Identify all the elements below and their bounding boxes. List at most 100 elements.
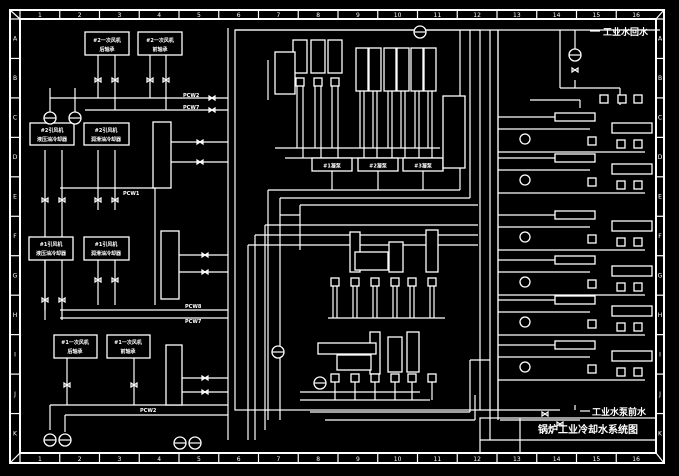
valve-icon — [41, 196, 49, 204]
valve-icon — [196, 158, 204, 166]
cooler-box — [554, 340, 596, 350]
row-label: F — [13, 233, 17, 240]
fan1-induced-lube-line1: #1引风机 — [95, 241, 118, 248]
motor-box — [611, 220, 653, 232]
column-label: 12 — [473, 456, 481, 463]
cooler-port-icon — [407, 373, 417, 383]
port-icon — [616, 180, 626, 190]
fan1-induced-hydraulic-box: #1引风机 液压油冷却器 — [28, 236, 74, 261]
valve-icon — [58, 296, 66, 304]
valve-icon — [541, 410, 549, 418]
row-label: G — [658, 272, 663, 279]
pipe-tag: PCW1 — [123, 191, 140, 197]
cooler-port-icon — [330, 277, 340, 287]
row-label: J — [658, 391, 661, 398]
port-icon — [633, 94, 643, 104]
cooler-box — [310, 39, 326, 74]
valve-icon — [208, 106, 216, 114]
gauge-icon — [519, 361, 531, 373]
cooler-port-icon — [295, 77, 305, 87]
valve-icon — [41, 296, 49, 304]
valve-icon — [94, 76, 102, 84]
vertical-cooler-1 — [152, 121, 172, 189]
port-icon — [633, 282, 643, 292]
fan1-primary-rear-box: #1一次风机 后轴承 — [53, 334, 98, 359]
fan1-induced-lube-box: #1引风机 润滑油冷却器 — [83, 236, 130, 261]
valve-icon — [63, 381, 71, 389]
row-label: H — [13, 312, 18, 319]
port-icon — [633, 180, 643, 190]
cooler-box — [554, 295, 596, 305]
row-label: F — [658, 233, 662, 240]
valve-icon — [146, 76, 154, 84]
row-label: I — [14, 351, 16, 358]
cooler-box — [554, 112, 596, 122]
valve-icon — [162, 76, 170, 84]
gauge-icon — [519, 133, 531, 145]
return-water-label: 工业水回水 — [603, 26, 649, 38]
cooler-port-icon — [587, 177, 597, 187]
column-label: 13 — [513, 12, 521, 19]
port-icon — [633, 139, 643, 149]
right-cooler-bank — [498, 94, 653, 381]
column-label: 11 — [434, 12, 442, 19]
valve-icon — [196, 138, 204, 146]
cooler-box — [554, 210, 596, 220]
pump2-label: #2凝泵 — [369, 163, 388, 170]
row-label: E — [658, 194, 662, 201]
column-label: 13 — [513, 456, 521, 463]
fan2-induced-lube-line2: 润滑油冷却器 — [91, 136, 122, 143]
fan2-induced-lube-box: #2引风机 润滑油冷却器 — [83, 122, 130, 146]
pipe-tag: PCW8 — [185, 304, 202, 310]
column-label: 14 — [553, 456, 561, 463]
fan1-induced-lube-line2: 润滑油冷却器 — [91, 250, 122, 257]
fan2-induced-hydraulic-line2: 液压油冷却器 — [37, 136, 68, 143]
row-label: B — [13, 75, 17, 82]
supply-water-label: 工业水泵前水 — [592, 406, 647, 418]
fan2-induced-hydraulic-line1: #2引风机 — [41, 127, 64, 134]
cooler-port-icon — [427, 373, 437, 383]
gauge-icon — [519, 174, 531, 186]
valve-icon — [111, 196, 119, 204]
column-label: 3 — [117, 12, 121, 19]
cooler-port-icon — [587, 136, 597, 146]
cooler-port-icon — [587, 364, 597, 374]
pump3-label: #3凝泵 — [414, 163, 433, 170]
row-label: C — [658, 115, 662, 122]
fan1-primary-front-box: #1一次风机 前轴承 — [106, 334, 151, 359]
cooler-box — [396, 47, 410, 92]
port-icon — [633, 367, 643, 377]
column-label: 8 — [316, 12, 320, 19]
cooler-box — [554, 153, 596, 163]
motor-box — [611, 350, 653, 362]
row-label: C — [13, 115, 17, 122]
fan2-primary-front-line2: 前轴承 — [152, 46, 167, 53]
port-icon — [616, 367, 626, 377]
column-label: 5 — [197, 12, 201, 19]
fan1-primary-rear-line2: 后轴承 — [67, 348, 82, 355]
motor-box — [611, 265, 653, 277]
pump-symbols — [43, 25, 582, 450]
fan1-primary-front-line2: 前轴承 — [120, 348, 135, 355]
row-label: E — [13, 194, 17, 201]
pump1-label: #1凝泵 — [323, 163, 342, 170]
port-icon — [617, 94, 627, 104]
cooler-label-box — [354, 251, 389, 271]
row-label: K — [658, 430, 663, 437]
column-label: 1 — [38, 456, 42, 463]
cooler-port-icon — [350, 373, 360, 383]
port-icon — [616, 282, 626, 292]
pipe-tag: PCW2 — [183, 93, 200, 99]
valve-icon — [208, 94, 216, 102]
column-label: 15 — [593, 12, 601, 19]
cooler-box — [423, 47, 437, 92]
row-label: H — [658, 312, 663, 319]
gauge-icon — [519, 276, 531, 288]
upper-cooler-bank — [292, 39, 437, 158]
fan1-induced-hydraulic-line2: 液压油冷却器 — [36, 250, 67, 257]
cooler-port-icon — [330, 77, 340, 87]
column-label: 10 — [394, 12, 402, 19]
pipe-tag: PCW2 — [140, 408, 157, 414]
column-label: 4 — [157, 12, 161, 19]
